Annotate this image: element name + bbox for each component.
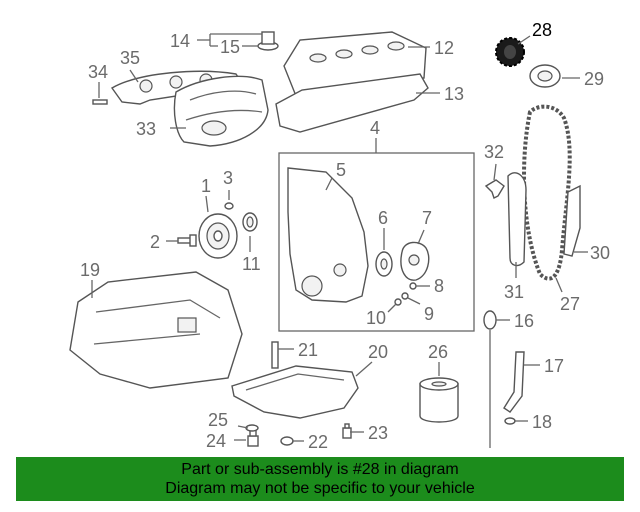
callout-32: 32 [484, 142, 504, 162]
callout-34: 34 [88, 62, 108, 82]
callout-15: 15 [220, 37, 240, 57]
callout-labels: 1 2 3 4 5 6 7 8 9 10 11 12 13 14 15 16 1… [80, 20, 610, 452]
callout-25: 25 [208, 410, 228, 430]
callout-6: 6 [378, 208, 388, 228]
notice-banner: Part or sub-assembly is #28 in diagram D… [16, 457, 624, 501]
callout-31: 31 [504, 282, 524, 302]
callout-2: 2 [150, 232, 160, 252]
banner-line-2: Diagram may not be specific to your vehi… [165, 480, 475, 497]
part-20-oil-pan-lower [231, 365, 359, 419]
part-13-valve-cover-gasket [275, 73, 429, 133]
callout-35: 35 [120, 48, 140, 68]
leader-lines [91, 33, 588, 442]
part-19-oil-pan-upper [69, 271, 243, 389]
part-22-gasket [280, 436, 294, 446]
callout-9: 9 [424, 304, 434, 324]
callout-27: 27 [560, 294, 580, 314]
callout-4: 4 [370, 118, 380, 138]
callout-22: 22 [308, 432, 328, 452]
part-9-spring [401, 292, 409, 300]
callout-3: 3 [223, 168, 233, 188]
parts-diagram: 1 2 3 4 5 6 7 8 9 10 11 12 13 14 15 16 1… [69, 20, 610, 452]
part-1-crankshaft-pulley [198, 213, 238, 259]
callout-12: 12 [434, 38, 454, 58]
callout-33: 33 [136, 119, 156, 139]
callout-30: 30 [590, 243, 610, 263]
callout-5: 5 [336, 160, 346, 180]
callout-17: 17 [544, 356, 564, 376]
part-18-o-ring [504, 417, 516, 425]
part-16-dipstick [483, 310, 497, 448]
part-32-chain-tensioner [484, 179, 505, 199]
part-6-oil-pump-rotor [375, 251, 393, 277]
part-8-o-ring [409, 282, 417, 290]
part-2-pulley-bolt [177, 234, 197, 247]
banner-line-1: Part or sub-assembly is #28 in diagram [181, 461, 459, 478]
callout-19: 19 [80, 260, 100, 280]
callout-24: 24 [206, 431, 226, 451]
callout-21: 21 [298, 340, 318, 360]
part-28-timing-sprocket [495, 37, 525, 67]
part-21-stud [271, 341, 279, 369]
callout-13: 13 [444, 84, 464, 104]
callout-28: 28 [532, 20, 552, 40]
part-34-stud [92, 99, 108, 105]
part-10-plug [394, 298, 402, 306]
callout-26: 26 [428, 342, 448, 362]
callout-18: 18 [532, 412, 552, 432]
part-29-chain-idler [529, 64, 561, 88]
callout-1: 1 [201, 176, 211, 196]
callout-16: 16 [514, 311, 534, 331]
callout-7: 7 [422, 208, 432, 228]
part-23-drain-plug [342, 423, 352, 439]
part-30-chain-tensioner-arm [563, 184, 581, 257]
callout-8: 8 [434, 276, 444, 296]
callout-20: 20 [368, 342, 388, 362]
part-27-timing-chain [522, 104, 572, 281]
part-15-oil-filler-cap [257, 31, 279, 51]
part-33-intake-plenum [173, 75, 269, 147]
part-5-timing-chain-cover [287, 167, 369, 303]
callout-29: 29 [584, 69, 604, 89]
part-7-oil-pump-cover [400, 241, 430, 281]
part-31-chain-slipper [507, 172, 527, 267]
part-3-key [224, 202, 234, 210]
part-17-dipstick-tube [503, 351, 525, 413]
callout-11: 11 [242, 254, 261, 274]
part-26-oil-filter [419, 377, 459, 423]
callout-14: 14 [170, 31, 190, 51]
part-11-oil-seal [242, 212, 258, 232]
callout-23: 23 [368, 423, 388, 443]
callout-10: 10 [366, 308, 386, 328]
part-24-bolt [247, 429, 259, 447]
